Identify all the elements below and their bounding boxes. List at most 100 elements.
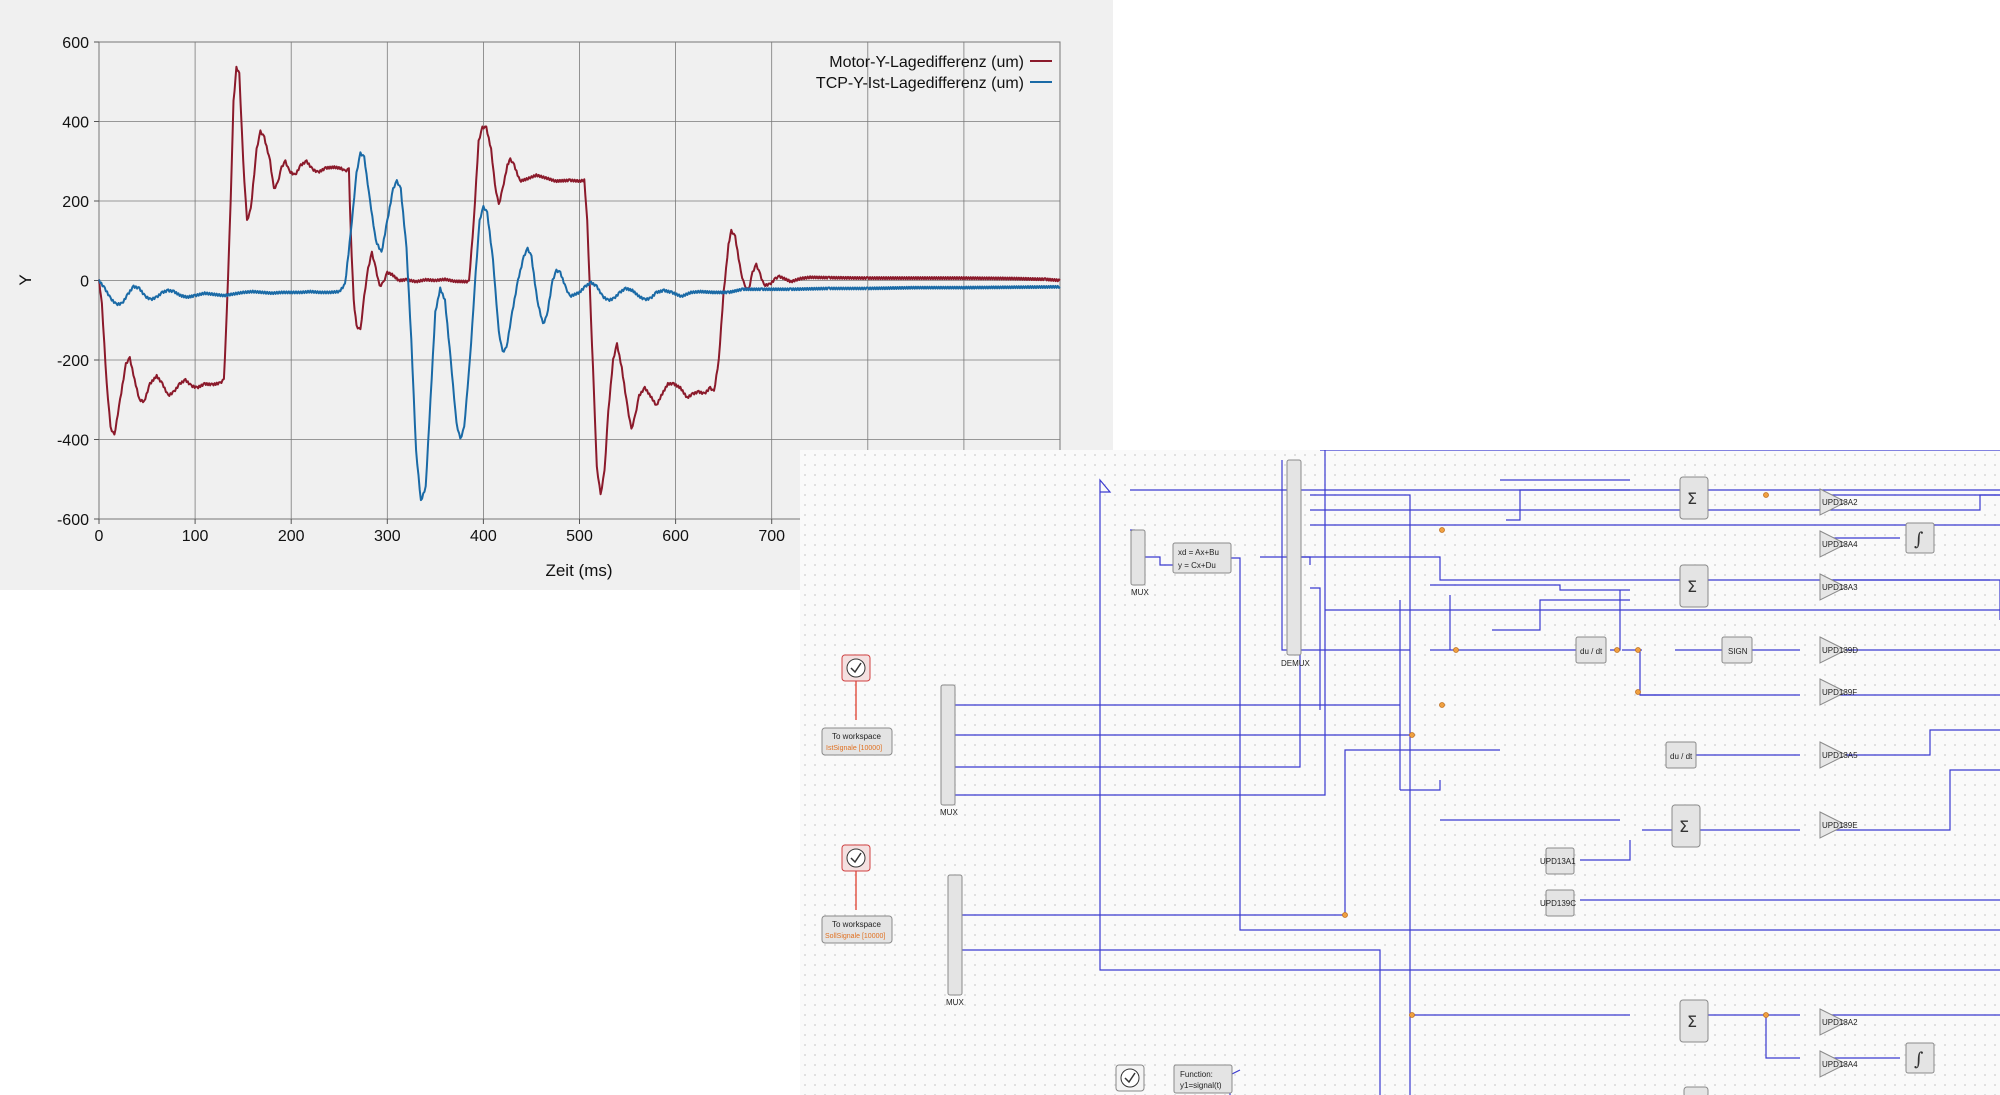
gain-block[interactable]: UPD139E xyxy=(1819,811,1858,839)
mux-mid-label: MUX xyxy=(940,808,958,817)
gain-triangle xyxy=(1819,1008,1848,1036)
gain-block[interactable]: UPD139D xyxy=(1819,636,1858,664)
x-axis-label: Zeit (ms) xyxy=(545,561,612,580)
sum-block-2[interactable]: Σ xyxy=(1679,564,1709,608)
y-tick-label: -200 xyxy=(57,353,89,370)
sign-block[interactable]: SIGN xyxy=(1721,636,1753,664)
demux-label: DEMUX xyxy=(1281,659,1311,668)
mux-mid-block[interactable]: MUX xyxy=(940,684,958,817)
gain-blocks: UPD13A2UPD13A4UPD13A3UPD139DUPD139FUPD13… xyxy=(1819,488,1858,1078)
gain-label: UPD13A4 xyxy=(1822,1060,1858,1069)
state-space-line1: xd = Ax+Bu xyxy=(1178,548,1219,557)
junction-nodes xyxy=(1342,492,1769,1018)
series-line-tcp xyxy=(98,151,1061,502)
series-line-motor xyxy=(98,65,1061,496)
gain-label: UPD139F xyxy=(1822,688,1857,697)
function-title: Function: xyxy=(1180,1070,1213,1079)
wires xyxy=(950,450,2000,1095)
clock-1[interactable] xyxy=(841,654,871,682)
gain-label: UPD13A2 xyxy=(1822,1018,1858,1027)
function-sub: y1=signal(t) xyxy=(1180,1081,1222,1090)
const-2-label: UPD139C xyxy=(1540,899,1576,908)
mux-low-label: MUX xyxy=(946,998,964,1007)
const-block-1[interactable]: UPD13A1 xyxy=(1540,847,1576,875)
gain-triangle xyxy=(1819,573,1848,601)
gain-label: UPD139E xyxy=(1822,821,1858,830)
clock-3[interactable] xyxy=(1115,1064,1145,1092)
sum-2-symbol: Σ xyxy=(1687,577,1697,596)
ws2-sub: SollSignale [10000] xyxy=(825,933,885,940)
x-tick-label: 100 xyxy=(182,528,209,545)
gain-label: UPD13A5 xyxy=(1822,751,1858,760)
sum-3-symbol: Σ xyxy=(1679,817,1689,836)
ws2-title: To workspace xyxy=(832,920,881,929)
demux-block[interactable]: DEMUX xyxy=(1281,459,1311,668)
line-chart: 01002003004005006007008009001000 6004002… xyxy=(16,35,1078,580)
gain-block[interactable]: UPD13A4 xyxy=(1819,530,1858,558)
x-tick-label: 0 xyxy=(95,528,104,545)
legend-label-tcp: TCP-Y-Ist-Lagedifferenz (um) xyxy=(816,75,1024,92)
mux-top-block[interactable]: MUX xyxy=(1130,529,1149,597)
y-tick-label: -600 xyxy=(57,512,89,529)
gain-triangle xyxy=(1819,678,1848,706)
gain-block[interactable]: UPD13A5 xyxy=(1819,741,1858,769)
deriv-1-label: du / dt xyxy=(1580,647,1603,656)
x-tick-label: 500 xyxy=(566,528,593,545)
const-1-label: UPD13A1 xyxy=(1540,857,1576,866)
gain-label: UPD13A3 xyxy=(1822,583,1858,592)
sum-block-1[interactable]: Σ xyxy=(1679,476,1709,520)
gain-triangle xyxy=(1819,488,1848,516)
x-tick-label: 300 xyxy=(374,528,401,545)
function-block[interactable]: Function: y1=signal(t) xyxy=(1173,1064,1233,1094)
chart-panel: 01002003004005006007008009001000 6004002… xyxy=(0,0,1113,590)
y-tick-label: 400 xyxy=(62,115,89,132)
deriv-block-1[interactable]: du / dt xyxy=(1575,636,1607,664)
x-tick-label: 200 xyxy=(278,528,305,545)
y-tick-label: 600 xyxy=(62,35,89,52)
to-workspace-1[interactable]: To workspace IstSignale [10000] xyxy=(821,727,893,756)
gain-label: UPD139D xyxy=(1822,646,1858,655)
clock-2[interactable] xyxy=(841,844,871,872)
ws1-sub: IstSignale [10000] xyxy=(826,745,882,752)
integrator-1-symbol: ∫ xyxy=(1914,529,1924,550)
integrator-block-2[interactable]: ∫ xyxy=(1905,1042,1935,1074)
sum-4-symbol: Σ xyxy=(1687,1012,1697,1031)
to-workspace-2[interactable]: To workspace SollSignale [10000] xyxy=(821,915,893,944)
series-layer xyxy=(98,65,1061,502)
mux-top-label: MUX xyxy=(1131,588,1149,597)
gain-block[interactable]: UPD139F xyxy=(1819,678,1857,706)
legend-label-motor: Motor-Y-Lagedifferenz (um) xyxy=(829,54,1024,71)
legend: Motor-Y-Lagedifferenz (um) TCP-Y-Ist-Lag… xyxy=(816,54,1052,92)
gain-triangle xyxy=(1819,1050,1848,1078)
gain-block[interactable]: UPD13A2 xyxy=(1819,488,1858,516)
sum-1-symbol: Σ xyxy=(1687,489,1697,508)
y-axis-label: Y xyxy=(16,274,35,285)
gain-triangle xyxy=(1819,636,1848,664)
sum-block-5-partial[interactable] xyxy=(1683,1086,1709,1095)
y-tick-label: 0 xyxy=(80,274,89,291)
sign-label: SIGN xyxy=(1728,647,1748,656)
gain-block[interactable]: UPD13A2 xyxy=(1819,1008,1858,1036)
grid xyxy=(98,41,1061,520)
y-tick-label: -400 xyxy=(57,433,89,450)
state-space-block[interactable]: xd = Ax+Bu y = Cx+Du xyxy=(1172,542,1232,574)
x-tick-label: 700 xyxy=(758,528,785,545)
gain-label: UPD13A4 xyxy=(1822,540,1858,549)
y-tick-label: 200 xyxy=(62,194,89,211)
sum-block-4[interactable]: Σ xyxy=(1679,999,1709,1043)
gain-block[interactable]: UPD13A3 xyxy=(1819,573,1858,601)
deriv-2-label: du / dt xyxy=(1670,752,1693,761)
const-block-2[interactable]: UPD139C xyxy=(1540,889,1576,917)
block-diagram: MUX xd = Ax+Bu y = Cx+Du DEMUX To worksp… xyxy=(821,450,2000,1095)
integrator-2-symbol: ∫ xyxy=(1914,1049,1924,1070)
ws1-title: To workspace xyxy=(832,732,881,741)
integrator-block-1[interactable]: ∫ xyxy=(1905,522,1935,554)
deriv-block-2[interactable]: du / dt xyxy=(1665,741,1697,769)
sum-block-3[interactable]: Σ xyxy=(1671,804,1701,848)
gain-triangle xyxy=(1819,811,1848,839)
gain-block[interactable]: UPD13A4 xyxy=(1819,1050,1858,1078)
state-space-line2: y = Cx+Du xyxy=(1178,561,1216,570)
x-tick-label: 600 xyxy=(662,528,689,545)
gain-label: UPD13A2 xyxy=(1822,498,1858,507)
mux-low-block[interactable]: MUX xyxy=(946,874,964,1007)
